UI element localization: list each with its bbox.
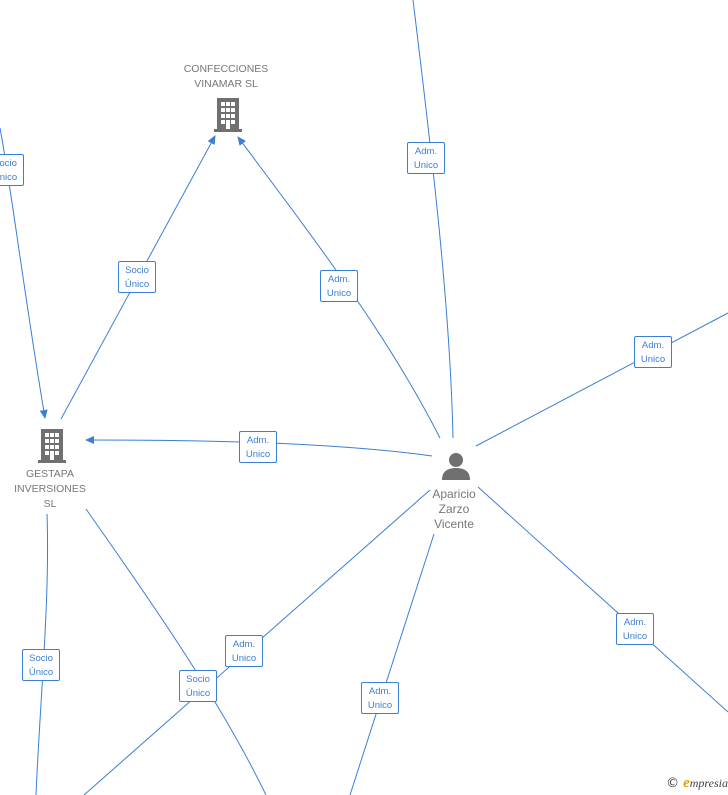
edge-label-line: Socio xyxy=(125,265,149,276)
node-label-line: CONFECCIONES xyxy=(183,63,269,75)
node-label-line: INVERSIONES xyxy=(14,483,86,495)
edge-label-line: Unico xyxy=(245,449,271,460)
building-icon[interactable] xyxy=(211,97,245,133)
edge-label-line: Unico xyxy=(622,631,648,642)
edge-label[interactable]: Adm. Unico xyxy=(320,270,358,302)
node-label-line: Aparicio xyxy=(432,487,476,501)
node-gestapa-inversiones[interactable]: GESTAPA INVERSIONES SL xyxy=(0,467,100,512)
person-icon[interactable] xyxy=(441,451,471,481)
brand-name: mpresia xyxy=(689,776,728,790)
edge-label[interactable]: Socio Único xyxy=(179,670,217,702)
edge-label-line: Unico xyxy=(640,354,666,365)
edge-line xyxy=(85,508,267,795)
edge-label-line: Único xyxy=(28,667,54,678)
edge-line xyxy=(0,127,48,419)
edge-label-line: Adm. xyxy=(246,435,270,446)
edge-label[interactable]: Adm. Unico xyxy=(361,682,399,714)
node-aparicio-zarzo-vicente[interactable]: Aparicio Zarzo Vicente xyxy=(414,487,494,532)
edge-label-line: Adm. xyxy=(232,639,256,650)
edge-label-line: Adm. xyxy=(641,340,665,351)
edge-label-line: Unico xyxy=(367,700,393,711)
edge-label-line: Unico xyxy=(231,653,257,664)
edge-label-line: Unico xyxy=(326,288,352,299)
edge-label-line: Único xyxy=(185,688,211,699)
copyright-symbol: © xyxy=(666,776,680,791)
node-confecciones-vinamar[interactable]: CONFECCIONES VINAMAR SL xyxy=(166,62,286,92)
node-label-line: Vicente xyxy=(434,517,474,531)
edge-label-line: Único xyxy=(124,279,150,290)
edge-line xyxy=(475,312,728,447)
edge-label-line: Socio xyxy=(29,653,53,664)
edge-label-line: Socio xyxy=(186,674,210,685)
edge-line xyxy=(412,0,454,439)
node-label-line: Zarzo xyxy=(438,502,470,516)
edge-label[interactable]: Socio Único xyxy=(0,154,24,186)
edge-label-line: Adm. xyxy=(327,274,351,285)
edge-label[interactable]: Adm. Unico xyxy=(407,142,445,174)
edge-label-line: Adm. xyxy=(368,686,392,697)
edge-label[interactable]: Adm. Unico xyxy=(239,431,277,463)
edge-label-line: Socio xyxy=(0,158,17,169)
edge-label[interactable]: Socio Único xyxy=(118,261,156,293)
edge-label[interactable]: Socio Único xyxy=(22,649,60,681)
edge-label[interactable]: Adm. Unico xyxy=(225,635,263,667)
edge-label[interactable]: Adm. Unico xyxy=(616,613,654,645)
edge-label-line: Único xyxy=(0,172,18,183)
edge-line xyxy=(477,486,728,713)
edge-label-line: Adm. xyxy=(414,146,438,157)
building-icon[interactable] xyxy=(35,428,69,464)
empresia-logo: ©empresia xyxy=(666,775,728,793)
edge-label-line: Adm. xyxy=(623,617,647,628)
edge-line xyxy=(349,533,435,795)
node-label-line: SL xyxy=(43,498,57,510)
edge-label[interactable]: Adm. Unico xyxy=(634,336,672,368)
edge-label-line: Unico xyxy=(413,160,439,171)
node-label-line: VINAMAR SL xyxy=(194,78,258,90)
node-label-line: GESTAPA xyxy=(25,468,75,480)
brand-initial: e xyxy=(683,775,690,791)
